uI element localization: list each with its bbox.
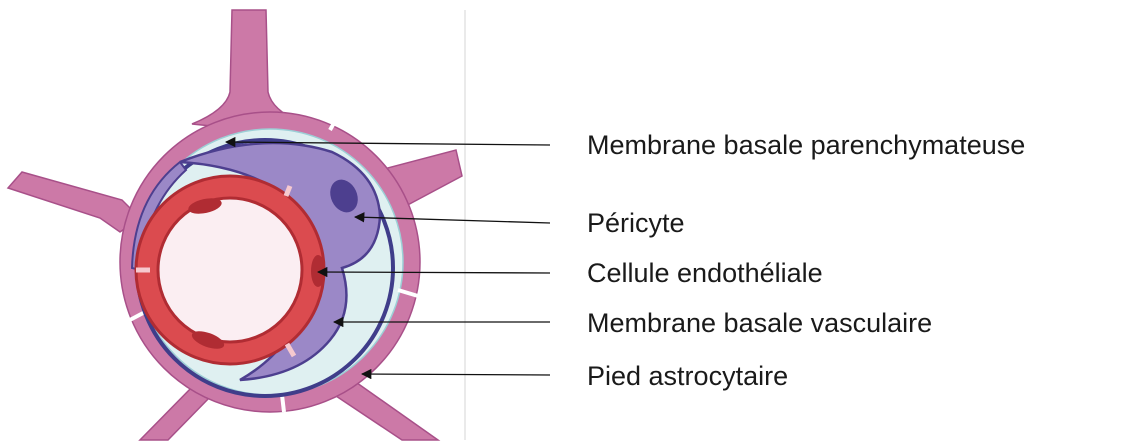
label-endothelial-cell: Cellule endothéliale <box>587 258 823 288</box>
label-parenchymal-basal-membrane: Membrane basale parenchymateuse <box>587 130 1025 160</box>
leader-line-astrocyte <box>362 374 550 375</box>
label-astrocyte-foot: Pied astrocytaire <box>587 361 788 391</box>
labels: Membrane basale parenchymateuse Péricyte… <box>587 130 1025 391</box>
label-vascular-basal-membrane: Membrane basale vasculaire <box>587 308 932 338</box>
vessel-lumen <box>158 198 302 342</box>
label-pericyte: Péricyte <box>587 208 685 238</box>
